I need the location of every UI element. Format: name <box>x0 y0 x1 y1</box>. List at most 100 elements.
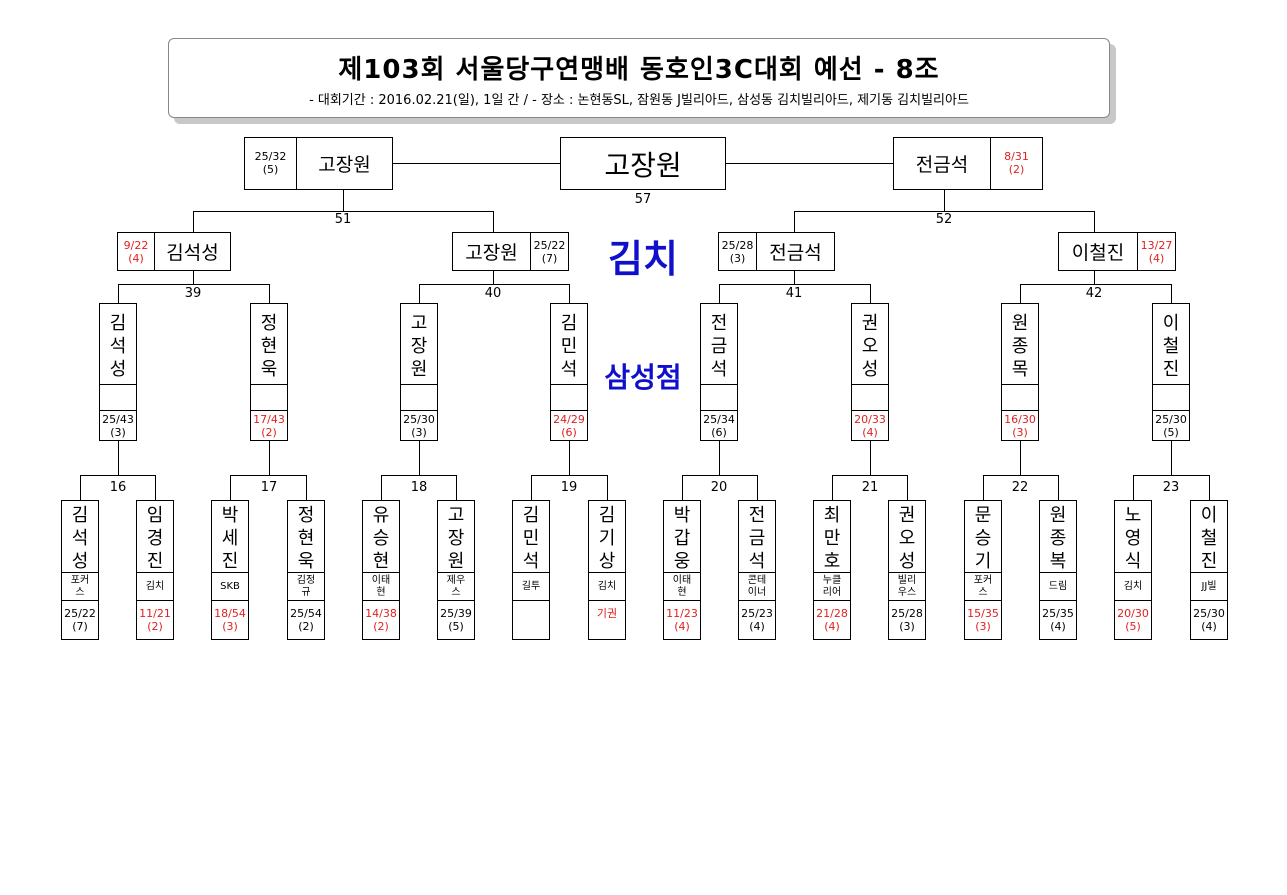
round2-score: 16/30 <box>1004 413 1036 426</box>
round1-name-char: 유 <box>372 505 390 526</box>
round1-score-cell: 25/39(5) <box>437 600 475 640</box>
final-right-hr: (2) <box>1008 163 1025 176</box>
round1-high-run: (4) <box>674 620 690 633</box>
round1-high-run: (2) <box>298 620 314 633</box>
round1-score-cell: 25/23(4) <box>738 600 776 640</box>
round2-name-char: 김 <box>560 313 578 334</box>
round2-high-run: (6) <box>561 426 577 439</box>
round1-score-cell: 11/21(2) <box>136 600 174 640</box>
round2-name-char: 전 <box>710 313 728 334</box>
round1-name-char: 노 <box>1124 505 1142 526</box>
round1-team: 규 <box>301 586 311 598</box>
final-right-score-cell: 8/31(2) <box>990 137 1043 190</box>
round1-team: 길투 <box>521 580 541 592</box>
semi1-left-player: 김석성 <box>154 232 231 271</box>
round2-blank-cell <box>1152 384 1190 411</box>
round1-score: 25/30 <box>1193 607 1225 620</box>
round2-name-char: 종 <box>1011 336 1029 357</box>
round1-team-cell: 드림 <box>1039 572 1077 601</box>
round2-score-cell: 25/34(6) <box>700 410 738 441</box>
venue-label-lower: 삼성점 <box>604 361 682 394</box>
round2-name-char: 원 <box>410 359 428 380</box>
round1-team-cell: 길투 <box>512 572 550 601</box>
round1-team: 콘테 <box>747 574 767 586</box>
round1-score: 25/54 <box>290 607 322 620</box>
round1-name-char: 박 <box>221 505 239 526</box>
semi2-left-player: 전금석 <box>756 232 835 271</box>
round1-team: 스 <box>978 586 988 598</box>
round1-name-char: 욱 <box>297 551 315 572</box>
round1-score-cell <box>512 600 550 640</box>
round1-match-number: 17 <box>260 480 278 495</box>
round1-name-char: 기 <box>598 528 616 549</box>
round1-score: 15/35 <box>967 607 999 620</box>
round2-score: 17/43 <box>253 413 285 426</box>
round1-name-char: 만 <box>823 528 841 549</box>
round2-high-run: (6) <box>711 426 727 439</box>
round1-team: 김치 <box>145 580 165 592</box>
semi1-left-score-cell: 9/22(4) <box>117 232 155 271</box>
round2-score-cell: 25/30(5) <box>1152 410 1190 441</box>
round1-team: 제우 <box>446 574 466 586</box>
page-subtitle: - 대회기간 : 2016.02.21(일), 1일 간 / - 장소 : 논현… <box>309 93 969 108</box>
round2-blank-cell <box>400 384 438 411</box>
semi1-right-score-cell: 25/22(7) <box>530 232 569 271</box>
round1-score-cell: 21/28(4) <box>813 600 851 640</box>
round1-name-char: 문 <box>974 505 992 526</box>
round2-score-cell: 24/29(6) <box>550 410 588 441</box>
round1-name-char: 임 <box>146 505 164 526</box>
round2-name-char: 권 <box>861 313 879 334</box>
round1-name-char: 진 <box>221 551 239 572</box>
round2-blank-cell <box>550 384 588 411</box>
round1-name-char: 현 <box>372 551 390 572</box>
semi1-left-hr: (4) <box>128 252 144 265</box>
round2-name-char: 김 <box>109 313 127 334</box>
round1-team-cell: 김치 <box>588 572 626 601</box>
round1-name-char: 전 <box>748 505 766 526</box>
round1-team: JJ빌 <box>1201 580 1217 592</box>
round1-match-number: 16 <box>109 480 127 495</box>
round1-team: 현 <box>677 586 687 598</box>
final-right-score: 8/31 <box>1004 150 1029 163</box>
round1-name-char: 박 <box>673 505 691 526</box>
round1-name-char: 경 <box>146 528 164 549</box>
round1-match-number: 20 <box>710 480 728 495</box>
round2-name-char: 목 <box>1011 359 1029 380</box>
final-left-score: 25/32 <box>254 150 287 163</box>
round2-score: 24/29 <box>553 413 585 426</box>
round1-name-char: 영 <box>1124 528 1142 549</box>
round1-score-cell: 20/30(5) <box>1114 600 1152 640</box>
round1-score-cell: 25/35(4) <box>1039 600 1077 640</box>
round2-name-char: 석 <box>109 336 127 357</box>
round2-high-run: (4) <box>862 426 878 439</box>
round1-name-char: 기 <box>974 551 992 572</box>
semi1-right-hr: (7) <box>541 252 558 265</box>
round1-name-char: 석 <box>748 551 766 572</box>
round1-high-run: (3) <box>975 620 991 633</box>
round1-team: 스 <box>451 586 461 598</box>
round1-high-run: (4) <box>824 620 840 633</box>
round2-name-char: 진 <box>1162 359 1180 380</box>
round1-team: 김치 <box>597 580 617 592</box>
quarter-match-number: 40 <box>484 286 502 301</box>
round2-high-run: (3) <box>411 426 427 439</box>
round1-score-cell: 25/54(2) <box>287 600 325 640</box>
round2-name-char: 원 <box>1011 313 1029 334</box>
round1-score-cell: 25/22(7) <box>61 600 99 640</box>
round2-score-cell: 20/33(4) <box>851 410 889 441</box>
